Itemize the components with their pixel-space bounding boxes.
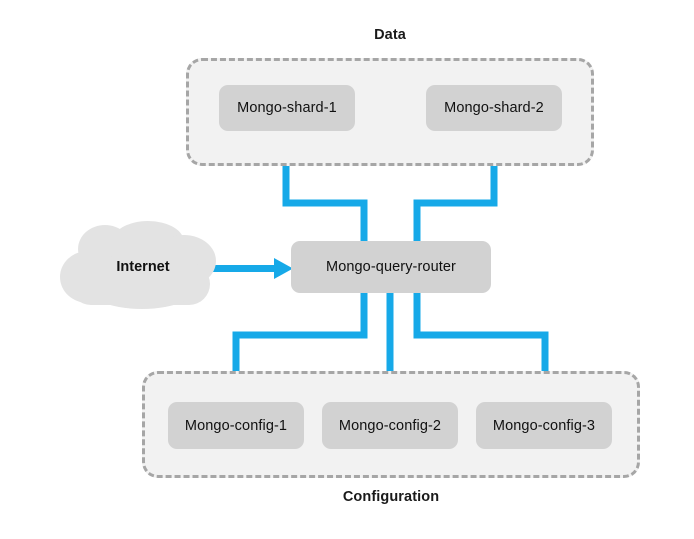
cloud-label: Internet [116, 259, 170, 275]
node-mongo-config-1[interactable]: Mongo-config-1 [168, 402, 304, 449]
node-mongo-query-router[interactable]: Mongo-query-router [291, 241, 491, 293]
node-mongo-config-3[interactable]: Mongo-config-3 [476, 402, 612, 449]
cloud-icon [60, 221, 226, 313]
node-mongo-config-2[interactable]: Mongo-config-2 [322, 402, 458, 449]
data-group-label: Data [374, 27, 406, 43]
configuration-group-label: Configuration [342, 489, 440, 505]
node-mongo-shard-2[interactable]: Mongo-shard-2 [426, 85, 562, 131]
node-mongo-shard-1[interactable]: Mongo-shard-1 [219, 85, 355, 131]
